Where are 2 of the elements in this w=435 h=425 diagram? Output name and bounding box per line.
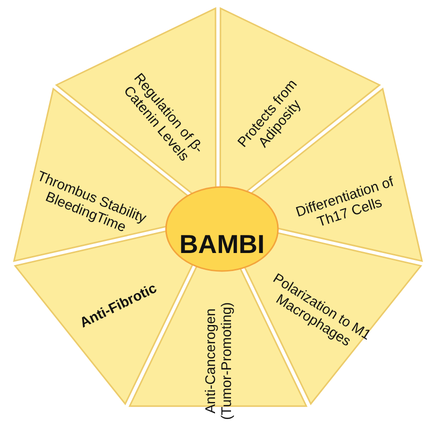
segment-label: Anti-Cancerogen (Tumor-Promoting) bbox=[202, 300, 234, 422]
center-title: BAMBI bbox=[178, 229, 266, 259]
